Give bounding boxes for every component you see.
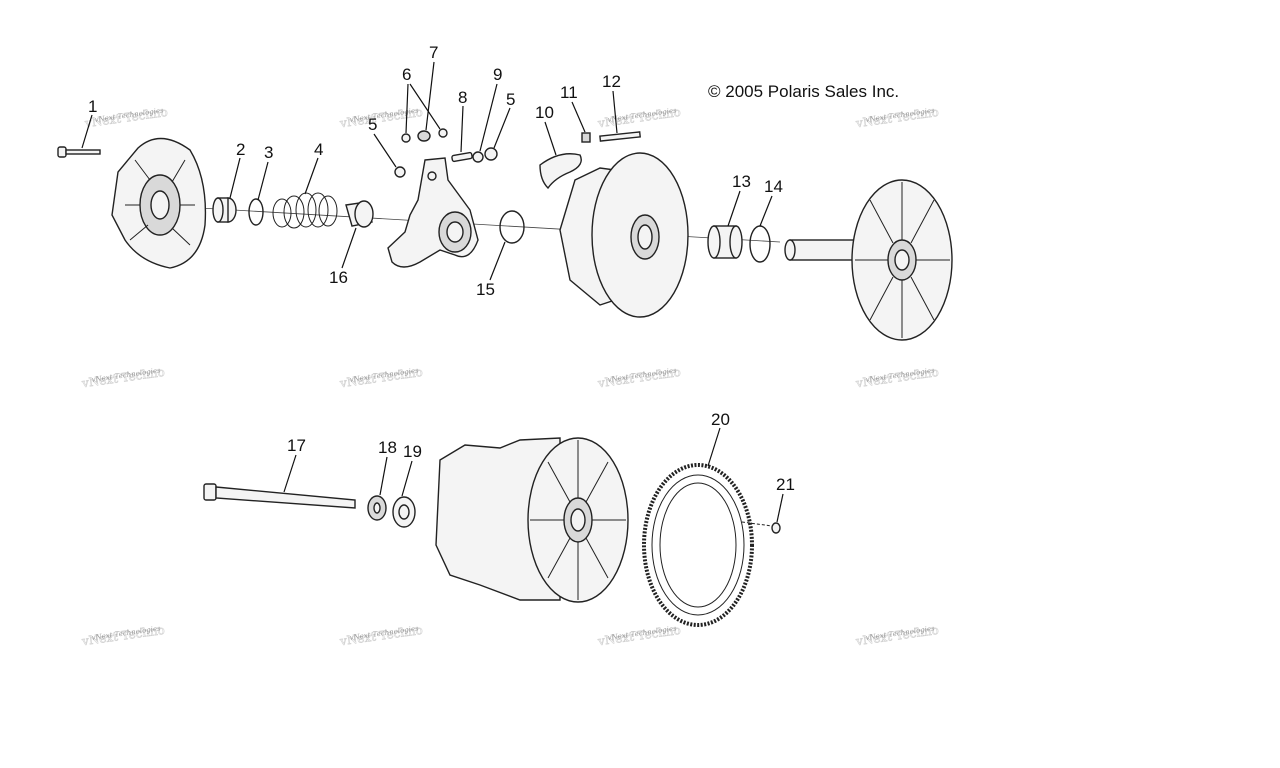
- part-5-ball-left: [394, 166, 406, 178]
- callout-19: 19: [401, 442, 422, 497]
- callout-7: 7: [425, 43, 438, 131]
- callout-1: 1: [81, 97, 97, 149]
- callout-10: 10: [535, 103, 557, 156]
- fixed-sheave: [784, 179, 953, 341]
- part-2-bushing: [212, 197, 237, 223]
- callout-9: 9: [479, 65, 502, 152]
- callout-20: 20: [707, 410, 730, 467]
- svg-text:4: 4: [314, 140, 323, 159]
- callout-14: 14: [759, 177, 783, 227]
- svg-text:5: 5: [368, 115, 377, 134]
- svg-text:12: 12: [602, 72, 621, 91]
- part-19-spacer: [392, 496, 416, 528]
- part-9-washer: [472, 151, 484, 163]
- part-6-washer-a: [401, 133, 411, 143]
- svg-text:18: 18: [378, 438, 397, 457]
- svg-text:19: 19: [403, 442, 422, 461]
- callout-16: 16: [329, 227, 357, 287]
- part-5-ball-right: [484, 147, 498, 161]
- svg-text:2: 2: [236, 140, 245, 159]
- svg-text:6: 6: [402, 65, 411, 84]
- callout-13: 13: [727, 172, 751, 227]
- svg-text:21: 21: [776, 475, 795, 494]
- callout-8: 8: [458, 88, 467, 153]
- svg-text:5: 5: [506, 90, 515, 109]
- part-4-spring: [272, 192, 338, 229]
- part-7-roller: [417, 130, 431, 142]
- part-10-flyweight: [539, 153, 582, 190]
- svg-text:9: 9: [493, 65, 502, 84]
- part-14-ring: [749, 225, 771, 263]
- callout-2: 2: [229, 140, 245, 199]
- callout-4: 4: [304, 140, 323, 195]
- svg-text:10: 10: [535, 103, 554, 122]
- part-1-bolt: [57, 146, 101, 158]
- part-12-bolt: [599, 131, 641, 142]
- callout-3: 3: [257, 143, 273, 201]
- part-13-bushing: [707, 225, 743, 259]
- part-15-o-ring: [499, 210, 525, 244]
- callout-18: 18: [378, 438, 397, 496]
- part-18-washer: [367, 495, 387, 521]
- svg-text:7: 7: [429, 43, 438, 62]
- callout-21: 21: [776, 475, 795, 523]
- copyright-notice: © 2005 Polaris Sales Inc.: [708, 82, 899, 101]
- svg-text:11: 11: [560, 83, 578, 102]
- callout-15: 15: [476, 241, 506, 299]
- moveable-sheave: [559, 152, 689, 318]
- callout-12: 12: [602, 72, 621, 134]
- svg-text:15: 15: [476, 280, 495, 299]
- callout-5a: 5: [368, 115, 397, 168]
- svg-text:1: 1: [88, 97, 97, 116]
- svg-text:13: 13: [732, 172, 751, 191]
- part-17-bolt: [203, 483, 356, 509]
- svg-text:14: 14: [764, 177, 783, 196]
- spider-assembly: [387, 157, 479, 268]
- svg-text:8: 8: [458, 88, 467, 107]
- assembled-clutch: [435, 437, 629, 603]
- callout-17: 17: [283, 436, 306, 493]
- part-3-ring: [248, 198, 264, 226]
- svg-text:17: 17: [287, 436, 306, 455]
- part-8-pin: [451, 151, 473, 163]
- part-11-nut: [581, 132, 591, 143]
- svg-text:3: 3: [264, 143, 273, 162]
- callout-11: 11: [560, 83, 586, 133]
- svg-text:20: 20: [711, 410, 730, 429]
- part-16-sleeve: [345, 200, 374, 228]
- callout-6: 6: [402, 65, 441, 134]
- svg-text:16: 16: [329, 268, 348, 287]
- part-21-screw: [741, 521, 781, 534]
- part-6-washer-b: [438, 128, 448, 138]
- callout-5b: 5: [493, 90, 515, 149]
- part-20-ring-gear: [642, 463, 754, 627]
- cover-plate: [111, 137, 207, 269]
